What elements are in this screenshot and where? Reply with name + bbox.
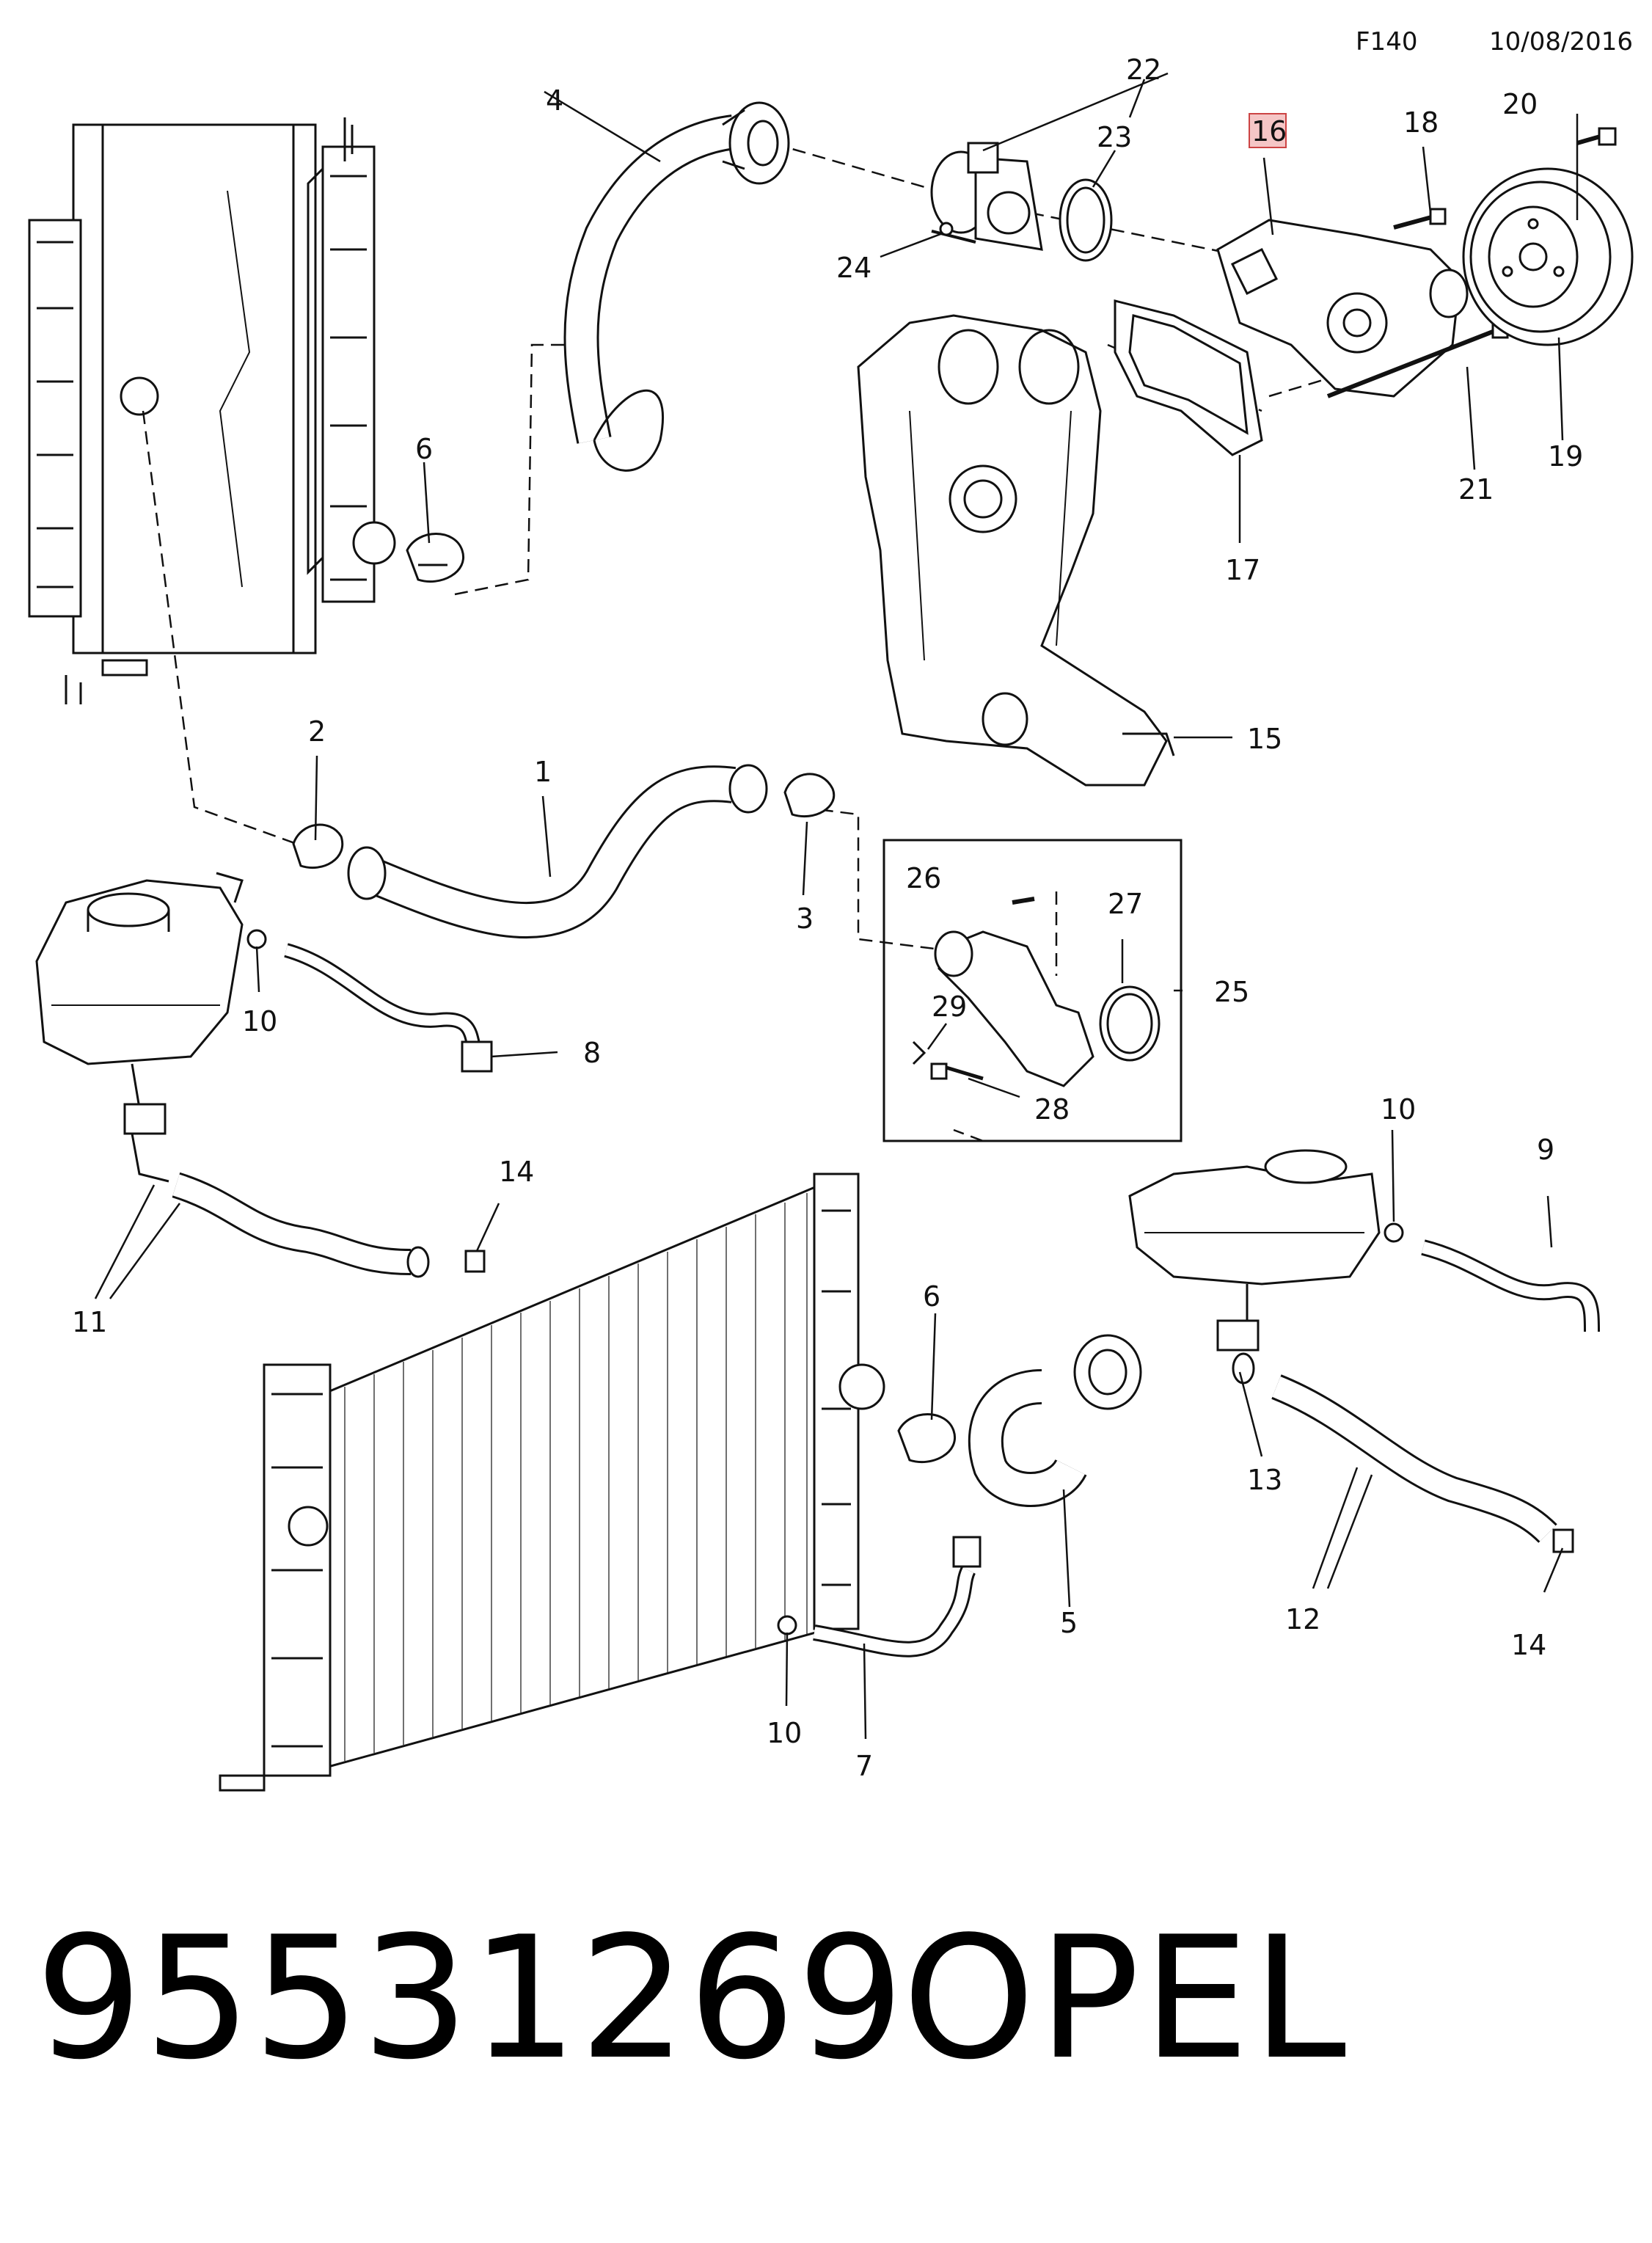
timing-cover <box>857 314 1175 787</box>
thermostat-housing <box>930 142 1113 262</box>
callout-20: 20 <box>1502 88 1538 120</box>
header-date: 10/08/2016 <box>1489 27 1633 56</box>
radiator-upper <box>28 117 396 704</box>
callout-11: 11 <box>72 1306 107 1338</box>
callout-18: 18 <box>1403 106 1439 139</box>
callout-14-right: 14 <box>1511 1629 1546 1661</box>
callout-3: 3 <box>796 902 814 935</box>
callout-9: 9 <box>1537 1134 1554 1166</box>
callout-17: 17 <box>1225 554 1260 586</box>
gasket-17 <box>1114 299 1263 456</box>
hose-12 <box>1232 1352 1574 1553</box>
hose-4 <box>563 101 790 472</box>
leader-lines <box>94 72 1579 1740</box>
callout-14-left: 14 <box>499 1156 534 1188</box>
callout-22: 22 <box>1126 54 1161 86</box>
clamp-6-lower <box>897 1413 957 1464</box>
hose-5 <box>968 1334 1142 1507</box>
callout-2: 2 <box>308 715 326 748</box>
callout-10-left: 10 <box>242 1005 277 1037</box>
callout-21: 21 <box>1458 473 1494 506</box>
callout-24: 24 <box>836 252 871 284</box>
water-pump <box>1216 219 1469 398</box>
hose-11 <box>172 1172 486 1278</box>
callout-29: 29 <box>932 991 967 1023</box>
callout-13: 13 <box>1247 1464 1282 1496</box>
callout-23: 23 <box>1097 121 1132 153</box>
hose-8 <box>246 929 493 1073</box>
callout-15: 15 <box>1247 723 1282 755</box>
outlet-kit-box <box>882 839 1183 1142</box>
part-number: 95531269 <box>35 1901 906 2097</box>
brand-name: OPEL <box>902 1901 1350 2097</box>
callout-16: 16 <box>1251 115 1287 147</box>
expansion-tank-right <box>1128 1149 1381 1352</box>
callout-16-highlight <box>1249 113 1287 148</box>
callout-12: 12 <box>1285 1603 1320 1635</box>
callout-28: 28 <box>1034 1093 1070 1126</box>
callout-5: 5 <box>1060 1607 1078 1639</box>
callout-27: 27 <box>1108 888 1143 920</box>
hose-9 <box>1384 1222 1600 1332</box>
clamp-3 <box>783 773 836 818</box>
callout-6-lower: 6 <box>923 1280 940 1313</box>
header-code: F140 <box>1356 27 1417 56</box>
callout-10-lower: 10 <box>767 1717 802 1749</box>
callout-10-right: 10 <box>1381 1093 1416 1126</box>
callouts: 4 22 23 24 16 18 20 19 21 17 15 6 2 1 3 … <box>72 54 1583 1782</box>
clamp-6-upper <box>406 533 465 583</box>
callout-8: 8 <box>583 1037 601 1069</box>
callout-26: 26 <box>906 862 941 894</box>
clamp-2 <box>292 823 344 869</box>
callout-1: 1 <box>534 756 552 788</box>
radiator-lower <box>219 1172 885 1792</box>
callout-7: 7 <box>855 1750 873 1782</box>
callout-6-upper: 6 <box>415 433 433 465</box>
callout-4: 4 <box>546 84 563 117</box>
pulley-19 <box>1462 167 1634 346</box>
expansion-tank-left <box>35 872 244 1183</box>
callout-19: 19 <box>1548 440 1583 473</box>
hose-1 <box>347 764 768 939</box>
callout-25: 25 <box>1214 976 1249 1008</box>
hose-7 <box>777 1536 982 1657</box>
